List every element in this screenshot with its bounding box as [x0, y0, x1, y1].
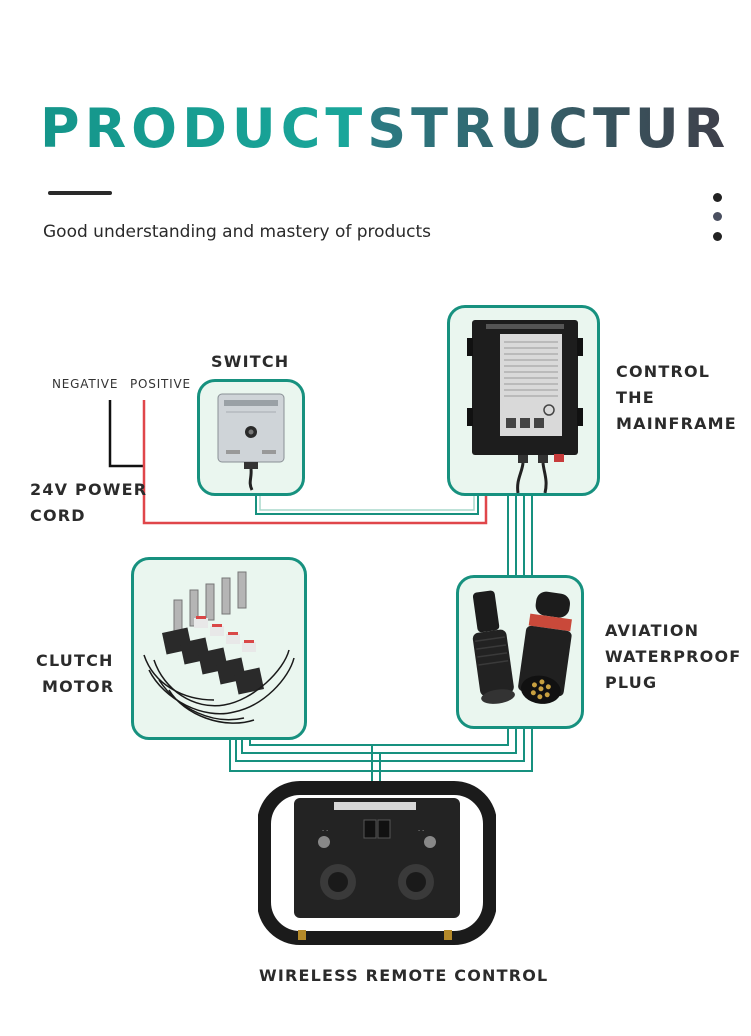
switch-to-mainframe-wire [255, 494, 479, 515]
svg-text:- -: - - [322, 827, 328, 834]
positive-wire [142, 400, 488, 525]
wireless-remote-label: WIRELESS REMOTE CONTROL [259, 966, 549, 985]
aviation-plug-label: AVIATION WATERPROOF PLUG [605, 618, 741, 696]
switch-icon [217, 393, 285, 491]
aviation-plug-box [456, 575, 584, 729]
positive-label: POSITIVE [130, 377, 191, 391]
power-cord-label: 24V POWER CORD [30, 477, 147, 529]
control-label-line3: MAINFRAME [616, 414, 737, 433]
clutch-label-line2: MOTOR [42, 677, 115, 696]
clutch-motor-icon [143, 571, 295, 724]
clutch-motor-box [131, 557, 307, 740]
mainframe-to-plug-cable [507, 494, 533, 575]
clutch-label-line1: CLUTCH [36, 651, 114, 670]
aviation-plug-icon [472, 590, 572, 704]
mainframe-icon [467, 320, 583, 493]
power-cord-label-line1: 24V POWER [30, 480, 148, 499]
page-subtitle: Good understanding and mastery of produc… [43, 222, 431, 242]
negative-wire [108, 400, 144, 468]
title-part-structur: STRUCTUR [367, 97, 731, 160]
svg-text:- -: - - [418, 827, 424, 834]
dot-indicator-2 [713, 212, 722, 221]
aviation-label-line3: PLUG [605, 673, 658, 692]
control-mainframe-label: CONTROL THE MAINFRAME [616, 359, 737, 437]
control-label-line1: CONTROL [616, 362, 711, 381]
clutch-motor-label: CLUTCH MOTOR [36, 648, 114, 700]
wireless-remote-icon: - - - - [258, 781, 496, 945]
power-cord-label-line2: CORD [30, 506, 86, 525]
dot-indicator-3 [713, 232, 722, 241]
control-mainframe-box [447, 305, 600, 496]
title-part-product: PRODUCT [40, 97, 368, 160]
aviation-label-line1: AVIATION [605, 621, 700, 640]
title-underline [48, 191, 112, 195]
control-label-line2: THE [616, 388, 655, 407]
negative-label: NEGATIVE [52, 377, 119, 391]
aviation-label-line2: WATERPROOF [605, 647, 742, 666]
dot-indicator-1 [713, 193, 722, 202]
switch-label: SWITCH [211, 352, 290, 371]
switch-box [197, 379, 305, 496]
page-title: PRODUCTSTRUCTUR [40, 102, 730, 156]
